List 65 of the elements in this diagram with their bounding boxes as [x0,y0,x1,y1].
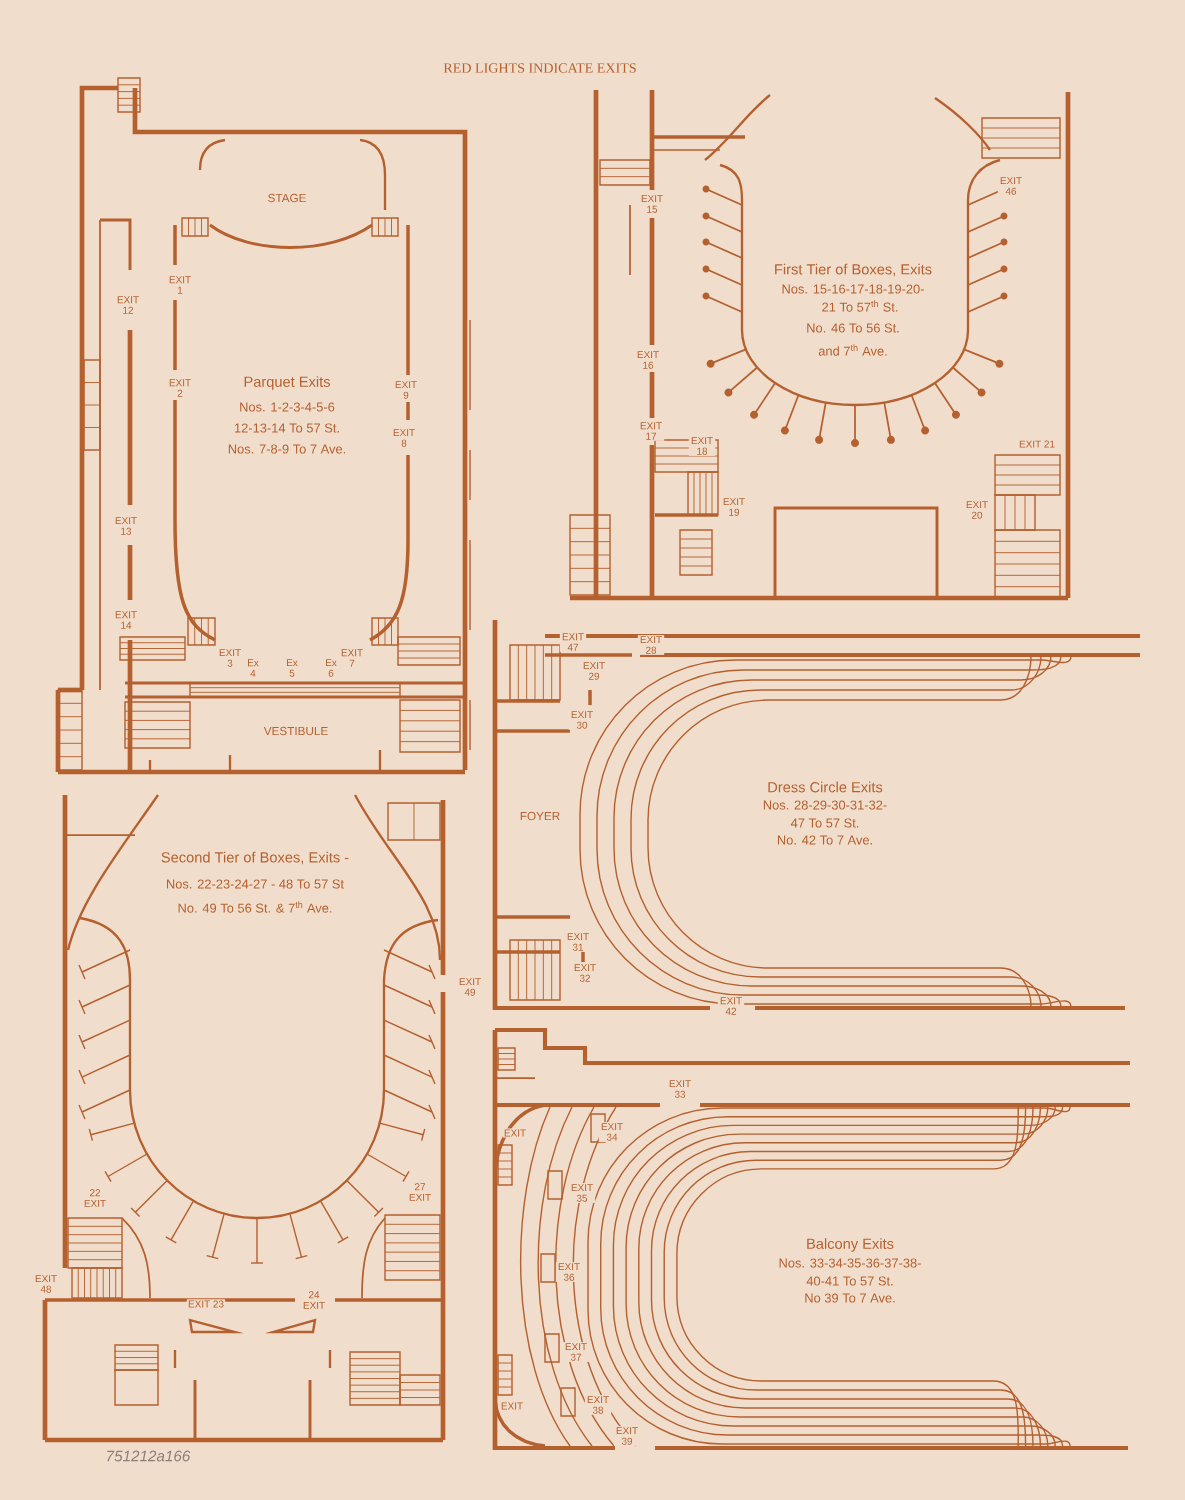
exit-label: EXIT 7 [338,648,366,668]
exit-label: EXIT 30 [568,710,596,730]
exit-label: EXIT 34 [598,1122,626,1142]
exit-label: EXIT 2 [166,378,194,398]
exit-label: EXIT 35 [568,1183,596,1203]
exit-list-text: Nos. 33-34-35-36-37-38- [777,1257,923,1269]
exit-label: 22 EXIT [81,1188,109,1208]
exit-label: EXIT 19 [720,497,748,517]
exit-label: EXIT 14 [112,610,140,630]
exit-list-text: No. 42 To 7 Ave. [775,834,875,846]
exit-list-text: Nos. 7-8-9 To 7 Ave. [226,443,348,455]
exit-label: EXIT 47 [559,632,587,652]
exit-label: EXIT 39 [613,1426,641,1446]
exit-label: EXIT 8 [390,428,418,448]
exit-label: EXIT 37 [562,1342,590,1362]
exit-label: Ex 6 [321,658,341,678]
exit-label: EXIT 36 [555,1262,583,1282]
exit-label: Ex 5 [282,658,302,678]
exit-list-heading: Balcony Exits [804,1237,896,1253]
exit-list-text: No 39 To 7 Ave. [803,1292,897,1304]
exit-label: EXIT 13 [112,516,140,536]
exit-list-text: Nos. 15-16-17-18-19-20- [780,283,926,295]
exit-list-text: Nos. 28-29-30-31-32- [761,799,889,811]
exit-label: EXIT [502,1128,528,1138]
page-title: RED LIGHTS INDICATE EXITS [443,63,636,73]
exit-list-text: 40-41 To 57 St. [805,1275,895,1287]
exit-label: EXIT 42 [717,996,745,1016]
exit-label: EXIT 20 [963,500,991,520]
exit-list-text: 21 To 57$^{th}$ St. [820,299,900,313]
exit-list-text: and 7$^{th}$ Ave. [817,343,889,357]
exit-label: EXIT 17 [637,421,665,441]
exit-label: EXIT [499,1401,525,1411]
exit-label: EXIT 1 [166,275,194,295]
exit-label: EXIT 29 [580,661,608,681]
exit-label: EXIT 49 [456,977,484,997]
catalog-number: 751212a166 [104,1449,192,1463]
exit-label: EXIT 32 [571,963,599,983]
exit-list-text: 47 To 57 St. [789,817,861,829]
exit-label: EXIT 9 [392,380,420,400]
exit-list-heading: Parquet Exits [242,375,332,391]
exit-label: EXIT 16 [634,350,662,370]
exit-label: EXIT 46 [997,176,1025,196]
exit-label: 27 EXIT [406,1182,434,1202]
exit-label: EXIT 23 [186,1299,226,1309]
exit-label: Ex 4 [243,658,263,678]
exit-label: EXIT 12 [114,295,142,315]
exit-label: EXIT 15 [638,194,666,214]
exit-list-text: No. 49 To 56 St. & 7$^{th}$ Ave. [176,900,334,914]
exit-label: EXIT 28 [637,635,665,655]
exit-list-text: 12-13-14 To 57 St. [232,422,342,434]
exit-label: EXIT 33 [666,1079,694,1099]
room-label: FOYER [518,810,562,822]
exit-list-text: Nos. 1-2-3-4-5-6 [237,401,337,413]
exit-label: EXIT 18 [688,436,716,456]
exit-label: EXIT 3 [216,648,244,668]
exit-label: EXIT 31 [564,932,592,952]
exit-label: EXIT 21 [1017,439,1057,449]
exit-label: EXIT 48 [32,1274,60,1294]
exit-label: 24 EXIT [300,1290,328,1310]
room-label: VESTIBULE [262,725,330,737]
exit-list-heading: Dress Circle Exits [766,780,884,794]
room-label: STAGE [266,192,308,204]
exit-list-text: No. 46 To 56 St. [805,322,901,334]
exit-label: EXIT 38 [584,1395,612,1415]
exit-list-text: Nos. 22-23-24-27 - 48 To 57 St [164,878,346,890]
